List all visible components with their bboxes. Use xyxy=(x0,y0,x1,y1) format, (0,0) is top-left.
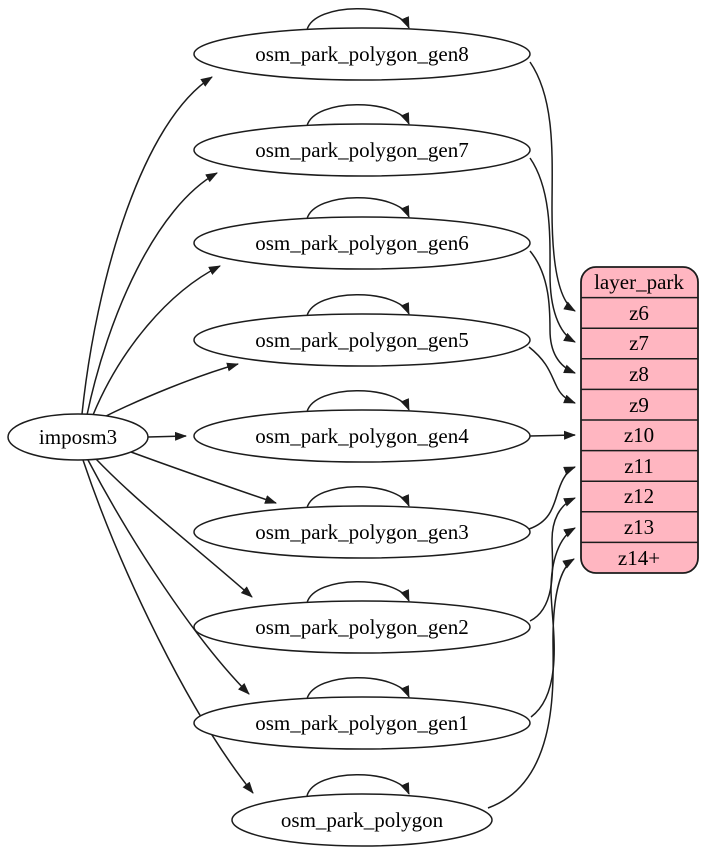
edge-gen1-z13 xyxy=(530,527,576,718)
gen6-label: osm_park_polygon_gen6 xyxy=(255,231,468,255)
layer-park-row-z8: z8 xyxy=(629,362,649,386)
self-loop-gen6 xyxy=(306,197,410,220)
gen8-label: osm_park_polygon_gen8 xyxy=(255,42,468,66)
edge-gen6-z8 xyxy=(529,250,576,374)
layer-park-row-z6: z6 xyxy=(629,301,649,325)
edge-imposm3-gen2 xyxy=(95,458,253,598)
gen8-ellipse xyxy=(193,27,531,81)
gen7-ellipse xyxy=(193,123,531,177)
gen3-ellipse xyxy=(193,505,531,559)
node-imposm3: imposm3 xyxy=(7,413,149,461)
self-loop-gen8 xyxy=(306,8,410,31)
node-osm-park-polygon-gen7: osm_park_polygon_gen7 xyxy=(193,123,531,177)
imposm3-label: imposm3 xyxy=(39,425,117,449)
edge-polygon-z14 xyxy=(487,558,575,809)
gen1-label: osm_park_polygon_gen1 xyxy=(255,711,468,735)
gen5-ellipse xyxy=(193,313,531,367)
polygon-label: osm_park_polygon xyxy=(281,808,444,832)
polygon-ellipse xyxy=(231,793,493,847)
self-loop-gen4 xyxy=(306,390,410,413)
layer-park-row-z12: z12 xyxy=(624,484,654,508)
edge-gen3-z11 xyxy=(528,466,576,530)
edge-imposm3-gen5 xyxy=(101,362,239,419)
edge-imposm3-gen7 xyxy=(86,172,218,416)
gen7-label: osm_park_polygon_gen7 xyxy=(255,138,468,162)
gen1-ellipse xyxy=(193,696,531,750)
layer-park-row-z7: z7 xyxy=(629,331,649,355)
node-osm-park-polygon-gen4: osm_park_polygon_gen4 xyxy=(193,409,531,463)
node-osm-park-polygon-gen5: osm_park_polygon_gen5 xyxy=(193,313,531,367)
layer-park-title: layer_park xyxy=(594,270,684,294)
self-loop-polygon xyxy=(306,774,410,797)
self-loop-gen1 xyxy=(306,677,410,700)
self-loop-gen7 xyxy=(306,104,410,127)
edge-gen4-z10 xyxy=(529,430,576,440)
imposm3-ellipse xyxy=(7,413,149,461)
node-osm-park-polygon: osm_park_polygon xyxy=(231,793,493,847)
gen2-ellipse xyxy=(193,600,531,654)
node-osm-park-polygon-gen3: osm_park_polygon_gen3 xyxy=(193,505,531,559)
node-osm-park-polygon-gen2: osm_park_polygon_gen2 xyxy=(193,600,531,654)
edge-gen2-z12 xyxy=(529,497,576,622)
gen3-label: osm_park_polygon_gen3 xyxy=(255,520,468,544)
edge-imposm3-gen1 xyxy=(87,459,250,695)
gen2-label: osm_park_polygon_gen2 xyxy=(255,615,468,639)
node-layer-park: layer_park z6 z7 z8 z9 z10 z11 z12 z13 z… xyxy=(580,266,699,574)
layer-park-row-z9: z9 xyxy=(629,393,649,417)
self-loop-gen5 xyxy=(306,294,410,317)
layer-park-row-z13: z13 xyxy=(624,515,654,539)
edge-gen7-z7 xyxy=(529,157,576,343)
layer-park-row-z10: z10 xyxy=(624,423,654,447)
edge-gen8-z6 xyxy=(529,61,576,312)
edge-gen5-z9 xyxy=(528,346,576,404)
gen4-ellipse xyxy=(193,409,531,463)
layer-park-row-z11: z11 xyxy=(624,454,654,478)
edge-imposm3-gen4 xyxy=(147,431,187,441)
node-osm-park-polygon-gen6: osm_park_polygon_gen6 xyxy=(193,216,531,270)
gen4-label: osm_park_polygon_gen4 xyxy=(255,424,469,448)
edge-imposm3-gen8 xyxy=(81,76,213,415)
edge-imposm3-polygon xyxy=(82,459,254,794)
layer-park-row-z14: z14+ xyxy=(618,546,660,570)
self-loop-gen3 xyxy=(306,486,410,509)
self-loop-gen2 xyxy=(306,581,410,604)
node-osm-park-polygon-gen8: osm_park_polygon_gen8 xyxy=(193,27,531,81)
edge-imposm3-gen6 xyxy=(92,265,221,416)
node-osm-park-polygon-gen1: osm_park_polygon_gen1 xyxy=(193,696,531,750)
edge-imposm3-gen3 xyxy=(130,451,277,504)
gen6-ellipse xyxy=(193,216,531,270)
gen5-label: osm_park_polygon_gen5 xyxy=(255,328,468,352)
